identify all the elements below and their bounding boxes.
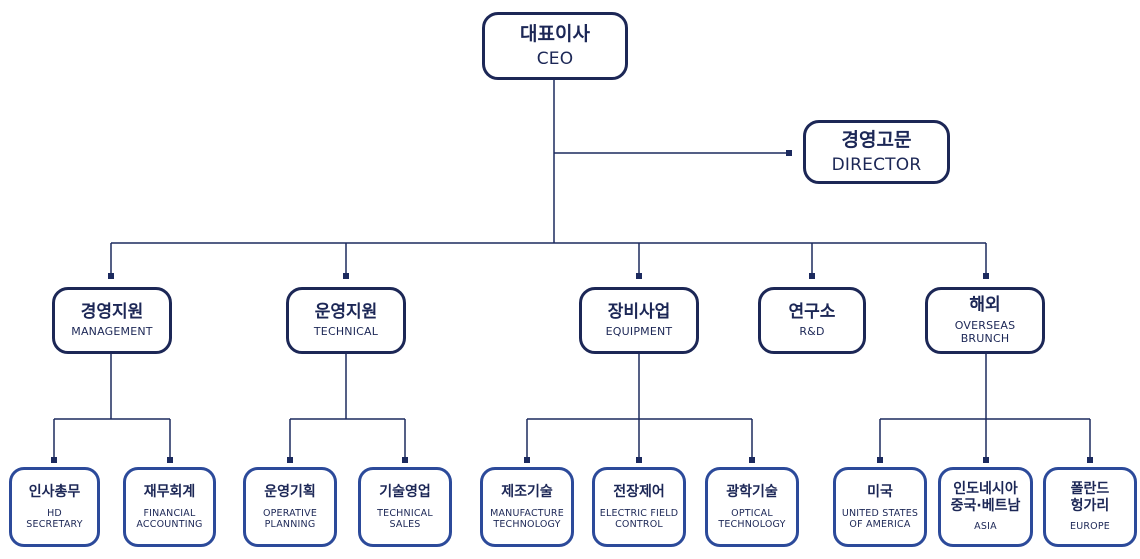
- team-title-ko: 전장제어: [613, 483, 665, 500]
- division-title-ko: 경영지원: [80, 301, 144, 322]
- team-box-technical-sales: 기술영업 TECHNICAL SALES: [358, 467, 452, 547]
- division-title-ko: 운영지원: [314, 301, 378, 322]
- division-title-ko: 해외: [969, 295, 1001, 316]
- team-box-manufacture-technology: 제조기술 MANUFACTURE TECHNOLOGY: [480, 467, 574, 547]
- div-dot-rnd: [809, 273, 815, 279]
- team-title-ko: 운영기획: [264, 483, 316, 500]
- team-title-en: ELECTRIC FIELD CONTROL: [599, 507, 679, 531]
- division-box-management: 경영지원 MANAGEMENT: [52, 287, 172, 354]
- team-dot-operative: [287, 457, 293, 463]
- division-title-en: R&D: [799, 325, 825, 339]
- team-title-en: EUROPE: [1070, 521, 1110, 533]
- division-box-overseas: 해외 OVERSEAS BRUNCH: [925, 287, 1045, 354]
- team-title-ko: 제조기술: [501, 483, 553, 500]
- team-dot-electric: [636, 457, 642, 463]
- team-box-electric-field-control: 전장제어 ELECTRIC FIELD CONTROL: [592, 467, 686, 547]
- ceo-title-en: CEO: [536, 48, 574, 69]
- div-dot-equipment: [636, 273, 642, 279]
- team-box-europe: 폴란드 헝가리 EUROPE: [1043, 467, 1137, 547]
- division-title-ko: 연구소: [788, 301, 836, 322]
- director-branch-dot: [786, 150, 792, 156]
- team-box-hd-secretary: 인사총무 HD SECRETARY: [9, 467, 100, 547]
- division-title-en: TECHNICAL: [313, 325, 379, 339]
- team-title-en: FINANCIAL ACCOUNTING: [136, 507, 203, 531]
- team-box-operative-planning: 운영기획 OPERATIVE PLANNING: [243, 467, 337, 547]
- div-dot-technical: [343, 273, 349, 279]
- team-dot-europe: [1087, 457, 1093, 463]
- ceo-title-ko: 대표이사: [520, 23, 590, 46]
- director-title-en: DIRECTOR: [831, 154, 922, 175]
- division-title-en: OVERSEAS BRUNCH: [954, 318, 1016, 345]
- ceo-box: 대표이사 CEO: [482, 12, 628, 80]
- div-dot-management: [108, 273, 114, 279]
- director-title-ko: 경영고문: [841, 129, 912, 152]
- division-title-en: MANAGEMENT: [71, 325, 153, 339]
- division-box-technical: 운영지원 TECHNICAL: [286, 287, 406, 354]
- team-title-en: ASIA: [974, 521, 997, 533]
- team-title-ko: 재무회계: [143, 483, 196, 500]
- team-title-en: OPERATIVE PLANNING: [262, 507, 318, 531]
- team-title-en: TECHNICAL SALES: [377, 507, 433, 531]
- team-title-ko: 인도네시아 중국·베트남: [950, 481, 1021, 515]
- team-dot-usa: [877, 457, 883, 463]
- team-dot-asia: [983, 457, 989, 463]
- division-title-en: EQUIPMENT: [605, 325, 673, 339]
- team-title-en: UNITED STATES OF AMERICA: [841, 507, 919, 531]
- team-title-ko: 폴란드 헝가리: [1070, 481, 1110, 515]
- team-dot-financial: [167, 457, 173, 463]
- team-dot-optical: [749, 457, 755, 463]
- team-title-ko: 인사총무: [28, 483, 81, 500]
- team-box-usa: 미국 UNITED STATES OF AMERICA: [833, 467, 927, 547]
- team-box-financial-accounting: 재무회계 FINANCIAL ACCOUNTING: [123, 467, 216, 547]
- director-box: 경영고문 DIRECTOR: [803, 120, 950, 184]
- division-title-ko: 장비사업: [607, 301, 671, 322]
- team-title-en: OPTICAL TECHNOLOGY: [718, 507, 786, 531]
- team-box-optical-technology: 광학기술 OPTICAL TECHNOLOGY: [705, 467, 799, 547]
- team-dot-manufacture: [524, 457, 530, 463]
- team-title-ko: 기술영업: [379, 483, 431, 500]
- team-title-en: MANUFACTURE TECHNOLOGY: [490, 507, 564, 531]
- div-dot-overseas: [983, 273, 989, 279]
- team-title-ko: 광학기술: [726, 483, 778, 500]
- team-box-asia: 인도네시아 중국·베트남 ASIA: [938, 467, 1033, 547]
- team-dot-hd: [51, 457, 57, 463]
- team-title-ko: 미국: [867, 483, 893, 500]
- team-title-en: HD SECRETARY: [26, 507, 83, 531]
- team-dot-sales: [402, 457, 408, 463]
- division-box-rnd: 연구소 R&D: [758, 287, 866, 354]
- division-box-equipment: 장비사업 EQUIPMENT: [579, 287, 699, 354]
